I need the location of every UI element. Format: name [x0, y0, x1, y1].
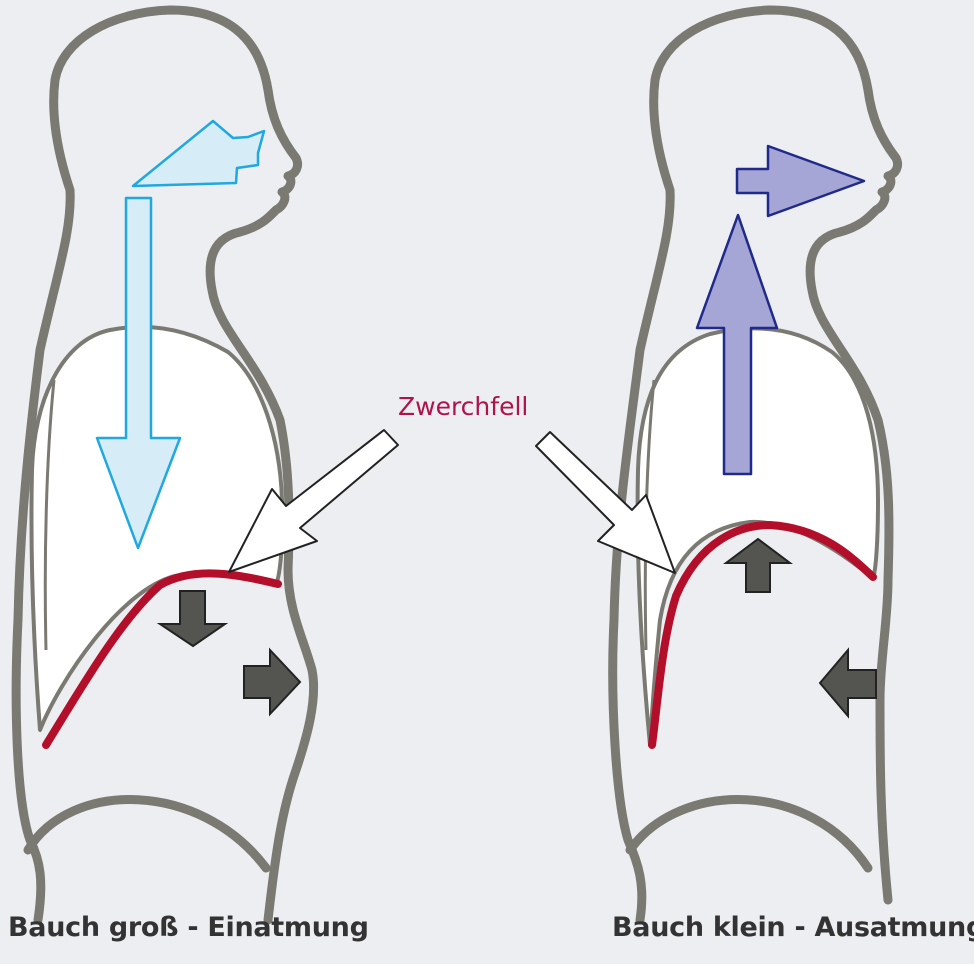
exhale-caption: Bauch klein - Ausatmung: [612, 912, 974, 943]
left-pelvis-outline: [28, 800, 266, 868]
exhale-mouth-arrow: [737, 146, 864, 216]
left-diaphragm-down-arrow: [160, 591, 225, 646]
inhale-caption: Bauch groß - Einatmung: [8, 912, 369, 943]
right-belly-in-arrow: [820, 650, 876, 716]
right-figure: [613, 10, 898, 920]
right-diaphragm-up-arrow: [726, 539, 790, 592]
diaphragm-label: Zwerchfell: [398, 392, 528, 421]
left-belly-out-arrow: [244, 650, 300, 714]
inhale-mouth-arrow: [133, 121, 264, 186]
left-figure: [16, 10, 313, 920]
right-pelvis-outline: [630, 800, 868, 868]
